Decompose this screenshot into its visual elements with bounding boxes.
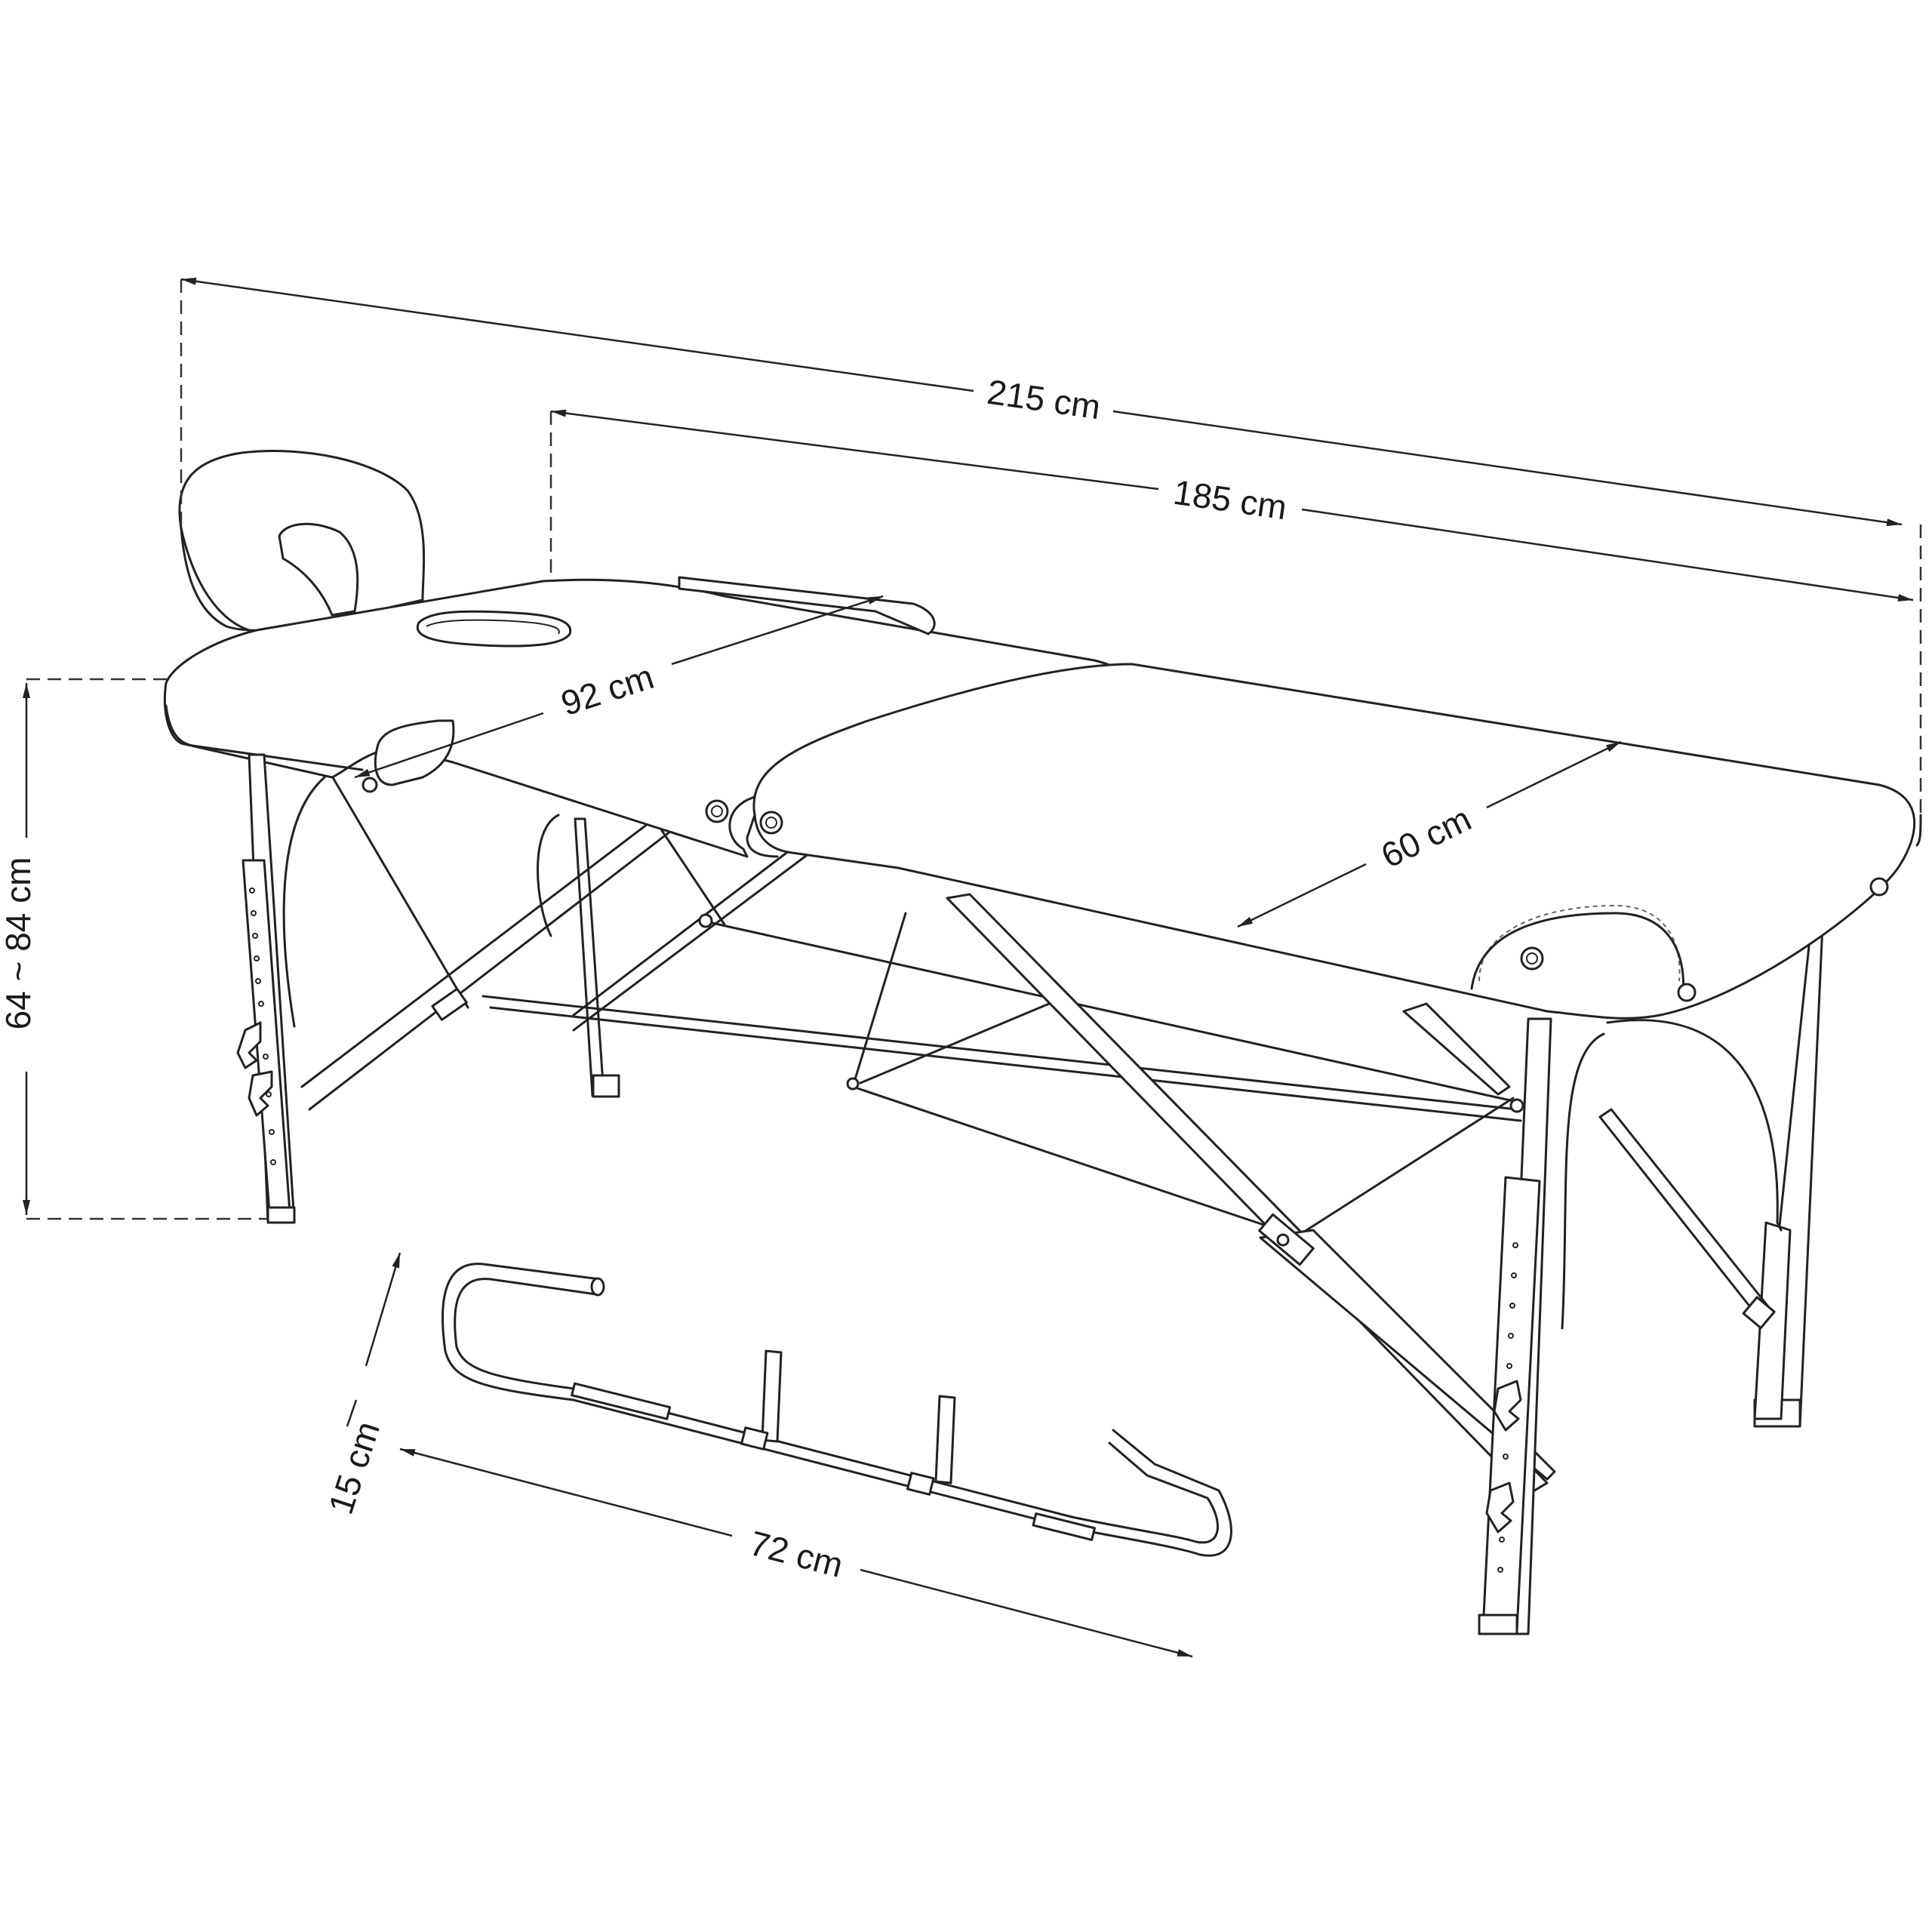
near-legs bbox=[236, 753, 1552, 1635]
knob-right-1 bbox=[1493, 1380, 1522, 1432]
label-top-length: 185 cm bbox=[1171, 472, 1290, 528]
label-arm-rest-width: 72 cm bbox=[746, 1523, 847, 1585]
label-height-range: 64 ~ 84 cm bbox=[0, 857, 38, 1030]
knob-right-2 bbox=[1485, 1481, 1515, 1534]
knob-left-1 bbox=[236, 1021, 262, 1069]
arm-rest-block bbox=[374, 719, 455, 786]
dimension-lines bbox=[23, 277, 1922, 1658]
leg-holes-left bbox=[249, 888, 276, 1165]
label-total-length: 215 cm bbox=[985, 372, 1103, 427]
body-section bbox=[752, 663, 1916, 1020]
face-hole bbox=[416, 610, 572, 648]
knob-left-2 bbox=[248, 1070, 273, 1117]
far-structure bbox=[537, 814, 1824, 1428]
arm-rest-part bbox=[441, 1263, 1232, 1557]
table-top bbox=[163, 449, 1922, 1020]
latch-knobs bbox=[361, 777, 1889, 1002]
label-arm-rest-depth: 15 cm bbox=[321, 1417, 387, 1518]
cross-bracing bbox=[300, 768, 1776, 1496]
